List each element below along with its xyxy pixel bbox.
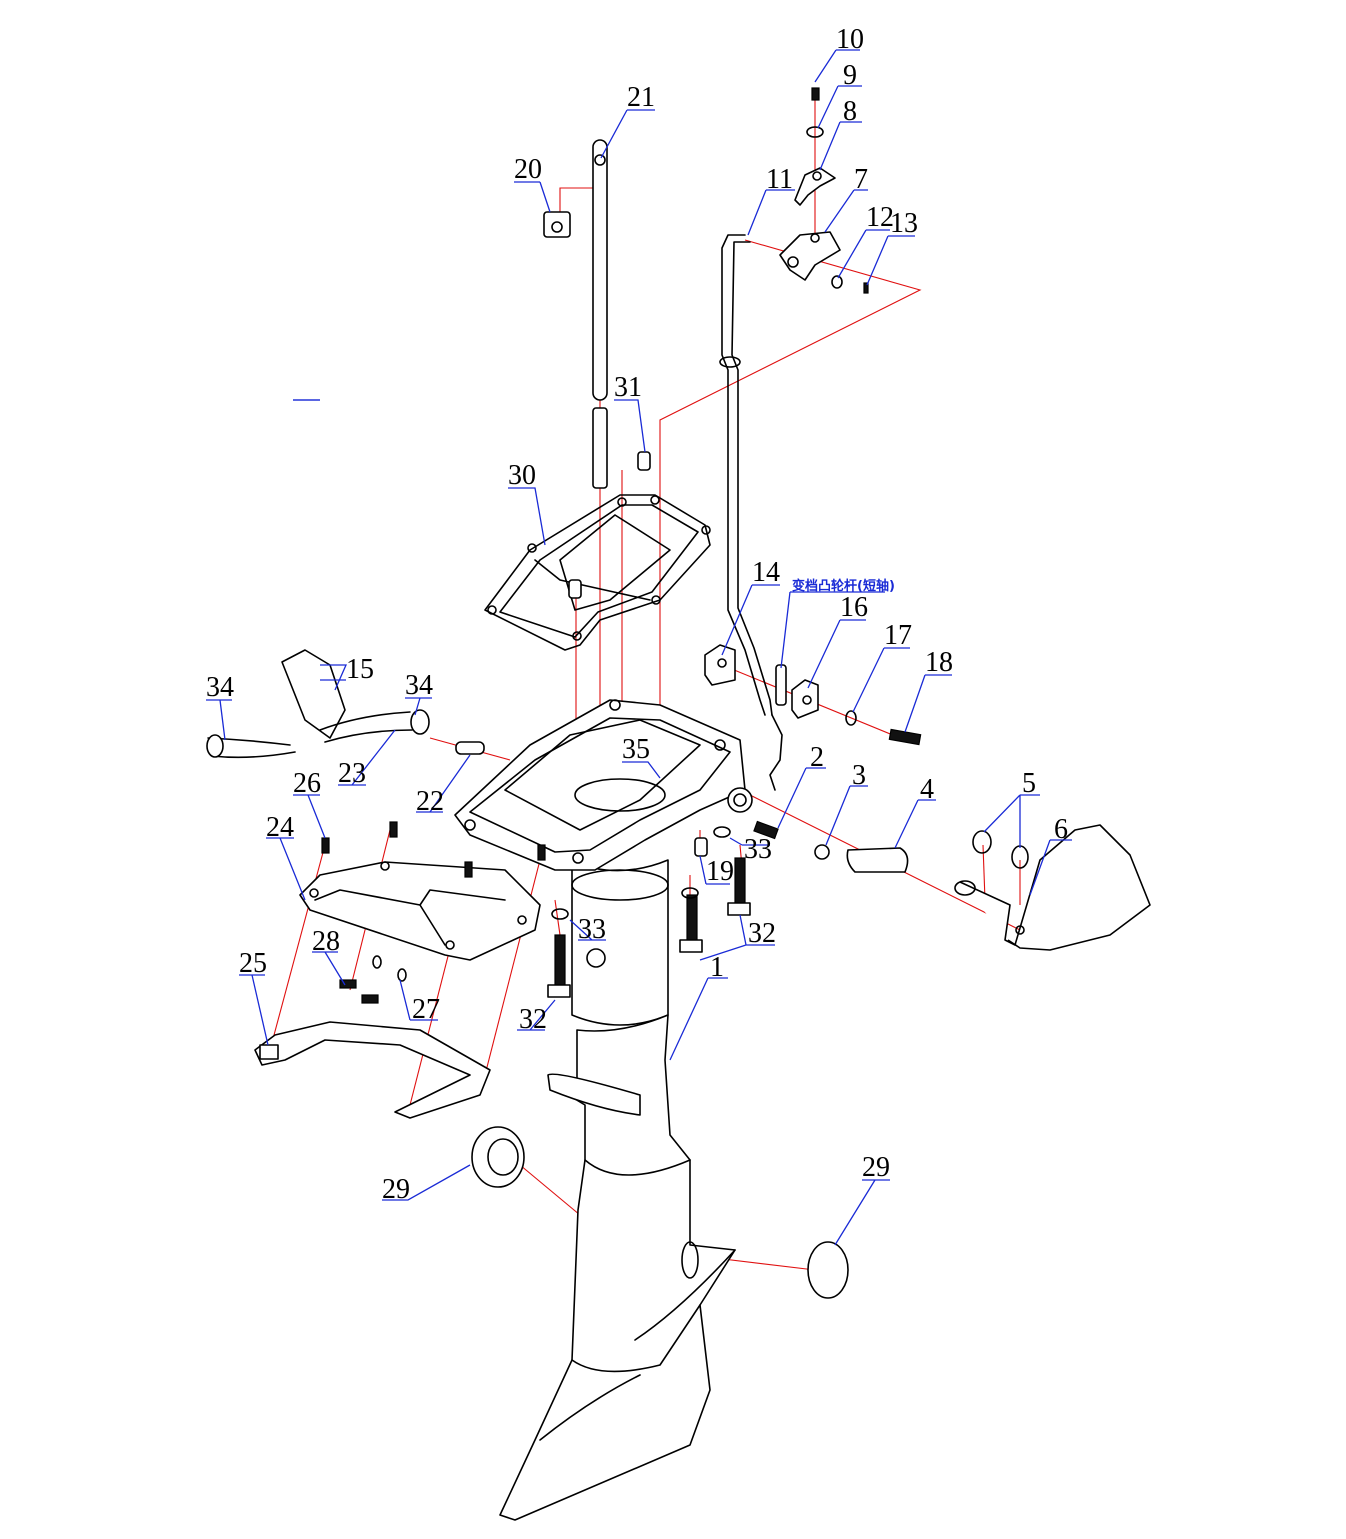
bolts <box>321 821 751 1004</box>
shift-rod <box>543 139 608 489</box>
gasket <box>484 494 711 651</box>
callout-20: 20 <box>514 154 542 185</box>
callout-23: 23 <box>338 758 366 789</box>
callout-8: 8 <box>843 96 857 127</box>
callout-32-left: 32 <box>519 1004 547 1035</box>
dowel-pins <box>568 451 651 599</box>
driveshaft-housing <box>499 859 736 1521</box>
callout-27: 27 <box>412 994 440 1025</box>
lower-bracket <box>254 1021 491 1119</box>
callout-13: 13 <box>890 208 918 239</box>
callout-22: 22 <box>416 786 444 817</box>
callout-35: 35 <box>622 734 650 765</box>
linkage-bracket <box>779 87 869 294</box>
callout-3: 3 <box>852 760 866 791</box>
callout-25: 25 <box>239 948 267 979</box>
callout-28: 28 <box>312 926 340 957</box>
callout-11: 11 <box>766 164 793 195</box>
callout-14: 14 <box>752 557 780 588</box>
callout-33-right: 33 <box>744 834 772 865</box>
callout-21: 21 <box>627 82 655 113</box>
callout-4: 4 <box>920 774 934 805</box>
callout-2: 2 <box>810 742 824 773</box>
callout-1: 1 <box>710 952 724 983</box>
callout-9: 9 <box>843 60 857 91</box>
callout-29-right: 29 <box>862 1152 890 1183</box>
callout-5: 5 <box>1022 768 1036 799</box>
callout-6: 6 <box>1054 814 1068 845</box>
mounting-bracket <box>454 699 753 871</box>
callout-32-right: 32 <box>748 918 776 949</box>
callout-26: 26 <box>293 768 321 799</box>
callout-17: 17 <box>884 620 912 651</box>
callout-10: 10 <box>836 24 864 55</box>
callout-24: 24 <box>266 812 294 843</box>
callout-numbers: 10 9 8 21 20 11 7 12 13 31 30 14 16 17 1… <box>206 24 1068 1205</box>
callout-leaders <box>206 49 1072 1246</box>
callout-29-left: 29 <box>382 1174 410 1205</box>
water-tube-assembly <box>206 649 485 759</box>
shift-linkage-rod <box>719 234 773 716</box>
callout-30: 30 <box>508 460 536 491</box>
callout-34-right: 34 <box>405 670 433 701</box>
callout-16: 16 <box>840 592 868 623</box>
spacer-plate <box>299 861 541 961</box>
callout-31: 31 <box>614 372 642 403</box>
drain-plugs <box>471 1126 849 1299</box>
callout-33-left: 33 <box>578 914 606 945</box>
shift-handle-assembly <box>753 820 1151 951</box>
shift-cam-rod-note: 变档凸轮杆(短轴) <box>792 578 895 594</box>
callout-12: 12 <box>866 202 894 233</box>
shift-cam-parts <box>704 644 922 791</box>
callout-15: 15 <box>346 654 374 685</box>
callout-19: 19 <box>706 856 734 887</box>
callout-18: 18 <box>925 647 953 678</box>
callout-7: 7 <box>854 164 868 195</box>
callout-34-left: 34 <box>206 672 234 703</box>
